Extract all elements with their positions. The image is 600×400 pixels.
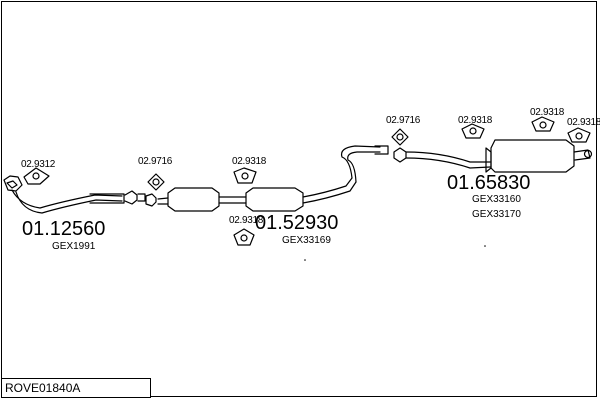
rubber-mount-2-number: 02.9318 — [229, 215, 264, 226]
front-gasket-part — [23, 167, 50, 185]
flange-gasket-1-number: 02.9716 — [138, 156, 173, 167]
rear-silencer-part — [405, 139, 593, 173]
front-gasket-number: 02.9312 — [21, 159, 56, 170]
middle-silencer-part — [157, 145, 389, 212]
flange-gasket-1-part — [145, 173, 165, 207]
rear-silencer-code-1: GEX33160 — [472, 194, 521, 205]
rear-silencer-number: 01.65830 — [447, 172, 531, 194]
rubber-mount-4-part — [531, 116, 555, 132]
rubber-mount-5-number: 02.9318 — [567, 117, 600, 128]
rubber-mount-4-number: 02.9318 — [530, 107, 565, 118]
rubber-mount-5-part — [567, 127, 591, 143]
rubber-mount-2-part — [233, 228, 255, 246]
rubber-mount-1-number: 02.9318 — [232, 156, 267, 167]
flange-gasket-2-number: 02.9716 — [386, 115, 421, 126]
middle-silencer-code: GEX33169 — [282, 235, 331, 246]
rubber-mount-1-part — [233, 167, 257, 184]
front-pipe-number: 01.12560 — [22, 218, 106, 240]
reference-box: ROVE01840A — [1, 378, 151, 398]
front-pipe-code: GEX1991 — [52, 241, 96, 252]
flange-gasket-2-part — [391, 128, 409, 163]
rubber-mount-3-number: 02.9318 — [458, 115, 493, 126]
rubber-mount-3-part — [461, 123, 485, 139]
rear-silencer-code-2: GEX33170 — [472, 209, 521, 220]
front-pipe-part — [3, 175, 146, 214]
reference-code: ROVE01840A — [5, 381, 81, 395]
middle-silencer-number: 01.52930 — [255, 212, 339, 234]
